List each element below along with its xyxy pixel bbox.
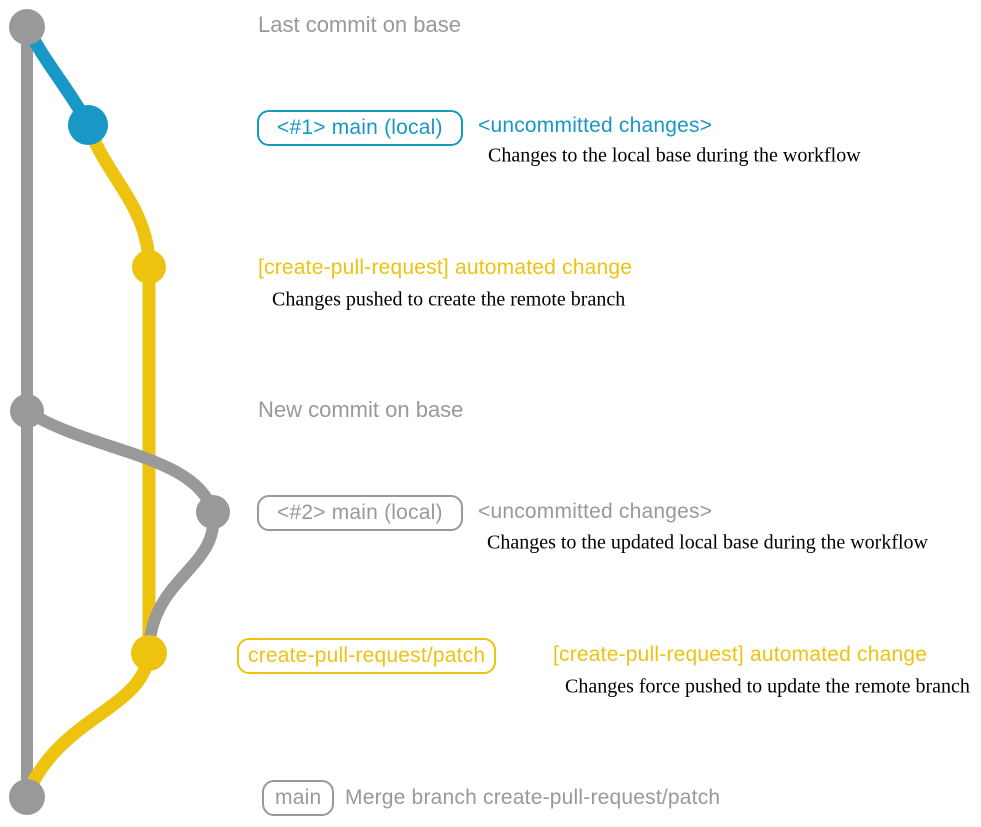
branch-badge-main: main [262, 780, 335, 816]
commit-title-uncommitted-2: <uncommitted changes> [478, 500, 713, 523]
commit-dot-main-local-1 [68, 105, 108, 145]
commit-description-uncommitted-2: Changes to the updated local base during… [487, 531, 928, 554]
commit-title-uncommitted-1: <uncommitted changes> [478, 114, 713, 137]
patch-branch-curve [20, 118, 156, 802]
branch-badge-main-local-2: <#2> main (local) [257, 495, 463, 531]
commit-title-automated-change-2: [create-pull-request] automated change [553, 643, 928, 666]
git-graph [9, 9, 230, 815]
commit-description-automated-change-2: Changes force pushed to update the remot… [565, 675, 970, 698]
commit-dot-new-base [10, 394, 44, 428]
branch-badge-patch: create-pull-request/patch [237, 638, 497, 674]
caption-new-commit-on-base: New commit on base [258, 397, 464, 422]
main-local-2-branch-curve [21, 405, 220, 658]
commit-description-automated-change-1: Changes pushed to create the remote bran… [272, 288, 626, 311]
caption-last-commit-on-base: Last commit on base [258, 12, 461, 37]
commit-dot-merge [9, 779, 45, 815]
commit-title-merge: Merge branch create-pull-request/patch [345, 786, 721, 809]
commit-dot-last-base [9, 9, 45, 45]
commit-dot-patch-2 [131, 635, 167, 671]
commit-title-automated-change-1: [create-pull-request] automated change [258, 256, 633, 279]
branch-badge-main-local-1: <#1> main (local) [257, 110, 463, 146]
commit-dot-main-local-2 [196, 495, 230, 529]
commit-description-uncommitted-1: Changes to the local base during the wor… [488, 144, 861, 167]
commit-dot-patch-1 [132, 250, 166, 284]
